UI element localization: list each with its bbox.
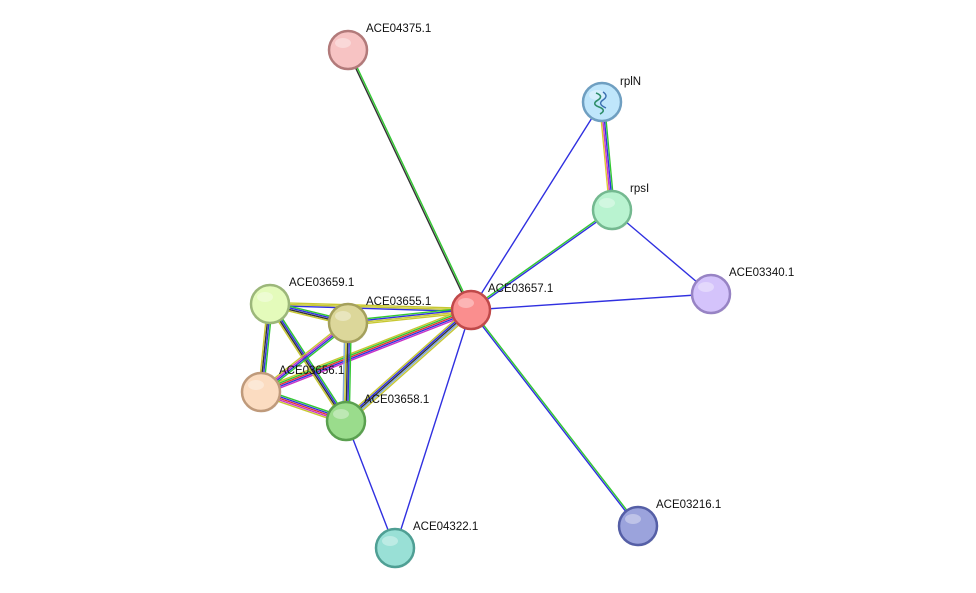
edge-line [469,309,639,528]
edge-ace03658-1-ace03657-1[interactable] [343,306,474,425]
node-label: ACE03216.1 [656,499,721,511]
edge-line [343,306,470,420]
node-ace03655-1[interactable]: ACE03655.1 [327,296,431,344]
edge-ace03216-1-ace03657-1[interactable] [469,308,640,528]
node-ace03340-1[interactable]: ACE03340.1 [690,267,794,315]
node-rpsi[interactable]: rpsI [591,183,649,231]
node-ace03659-1[interactable]: ACE03659.1 [249,277,354,325]
edge-line [470,293,712,311]
edge-line [259,307,472,392]
edge-line [348,48,473,311]
edge-line [346,310,473,423]
node-highlight [382,536,398,546]
edge-line [260,310,473,395]
node-highlight [589,90,605,100]
edge-line [269,303,472,311]
node-label: rplN [620,76,641,88]
node-label: ACE03655.1 [366,296,431,308]
node-circle[interactable] [240,371,282,413]
node-circle[interactable] [581,81,623,123]
edge-line [271,301,349,421]
node-circle[interactable] [617,505,659,547]
node-highlight [257,292,273,302]
edge-line [345,420,396,549]
edge-line [470,101,603,311]
node-ace03216-1[interactable]: ACE03216.1 [617,499,721,547]
node-ace03656-1[interactable]: ACE03656.1 [240,365,344,413]
edge-line [345,309,472,422]
node-circle[interactable] [249,283,291,325]
edge-ace03659-1-ace03658-1[interactable] [267,301,349,424]
edge-rpsi-ace03657-1[interactable] [469,208,614,312]
node-highlight [458,298,474,308]
edge-ace03340-1-ace03657-1[interactable] [470,293,712,311]
node-circle[interactable] [591,189,633,231]
edge-line [260,309,472,393]
node-circle[interactable] [374,527,416,569]
edge-line [611,209,712,295]
edge-ace04322-1-ace03657-1[interactable] [394,309,472,549]
node-label: rpsI [630,183,649,195]
edge-ace03656-1-ace03657-1[interactable] [259,306,473,396]
node-label: ACE04322.1 [413,521,478,533]
node-highlight [599,198,615,208]
node-highlight [248,380,264,390]
node-label: ACE03656.1 [279,365,344,377]
nodes-layer: ACE04375.1rplNrpsIACE03340.1ACE03657.1AC… [240,23,794,569]
edge-line [347,311,474,425]
node-label: ACE03657.1 [488,283,553,295]
edge-line [347,310,472,325]
edge-line [261,312,473,396]
edge-line [346,49,471,312]
edge-line [347,308,472,323]
edge-ace04322-1-ace03658-1[interactable] [345,420,396,549]
edge-line [268,303,347,423]
edge-line [394,309,472,549]
node-label: ACE03659.1 [289,277,354,289]
edge-line [267,304,345,424]
edge-line [269,302,348,422]
edge-line [469,208,613,311]
edge-line [344,308,471,421]
node-highlight [335,311,351,321]
node-ace04322-1[interactable]: ACE04322.1 [374,521,478,569]
edge-rpsi-ace03340-1[interactable] [611,209,712,295]
node-rpln[interactable]: rplN [581,76,641,123]
node-label: ACE04375.1 [366,23,431,35]
node-label: ACE03340.1 [729,267,794,279]
node-highlight [625,514,641,524]
edge-ace04375-1-ace03657-1[interactable] [346,48,473,312]
node-highlight [333,409,349,419]
protein-structure-icon [593,91,607,115]
edge-rpln-ace03657-1[interactable] [470,101,603,311]
edge-line [259,306,471,390]
edge-line [347,306,472,322]
node-label: ACE03658.1 [364,394,429,406]
node-ace04375-1[interactable]: ACE04375.1 [327,23,431,71]
node-ace03658-1[interactable]: ACE03658.1 [325,394,429,442]
node-circle[interactable] [690,273,732,315]
node-highlight [335,38,351,48]
node-highlight [698,282,714,292]
edge-line [269,301,472,310]
node-circle[interactable] [325,400,367,442]
edge-line [470,209,614,312]
edge-line [470,308,640,527]
node-circle[interactable] [450,289,492,331]
node-circle[interactable] [327,29,369,71]
node-circle[interactable] [327,302,369,344]
node-ace03657-1[interactable]: ACE03657.1 [450,283,553,331]
